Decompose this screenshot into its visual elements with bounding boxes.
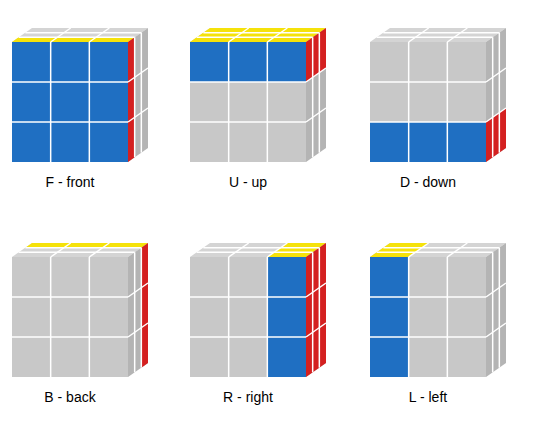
cube-right [190, 243, 326, 377]
cube-caption: F - front [45, 174, 94, 190]
cube-caption: R - right [223, 389, 273, 405]
cube-back [12, 243, 148, 377]
cube-up [190, 28, 326, 162]
cube-caption: B - back [44, 389, 95, 405]
cube-caption: L - left [409, 389, 447, 405]
cube-caption: U - up [229, 174, 267, 190]
cube-caption: D - down [400, 174, 456, 190]
cube-front [12, 28, 148, 162]
cube-left [370, 243, 506, 377]
cube-down [370, 28, 506, 162]
